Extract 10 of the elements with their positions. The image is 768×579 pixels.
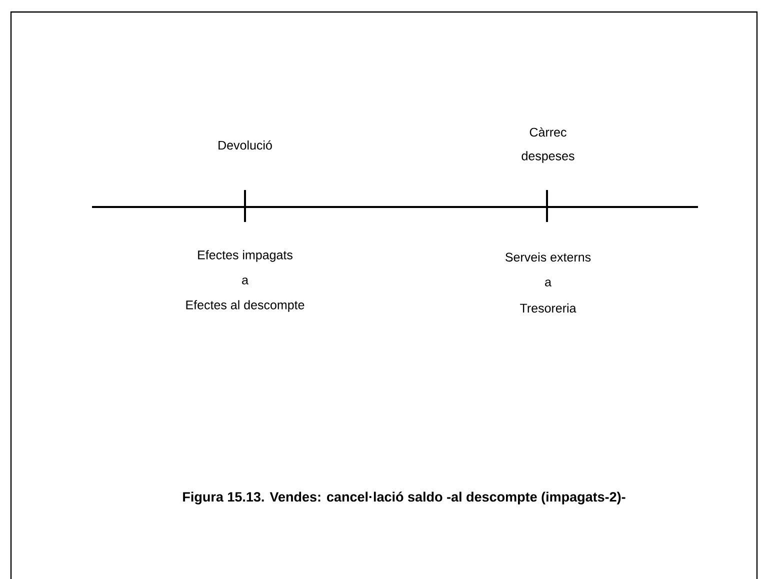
timeline-label: Efectes impagats bbox=[198, 250, 292, 262]
figure-caption: Figura 15.13. Vendes: cancel·lació saldo -al descompte (impagats-2)- bbox=[183, 492, 626, 504]
timeline-label: a bbox=[545, 280, 552, 286]
timeline-label: Devolució bbox=[218, 140, 272, 150]
timeline-label: Serveis externs bbox=[506, 252, 591, 262]
timeline-label: a bbox=[242, 278, 248, 284]
timeline-label: Càrrec bbox=[530, 127, 566, 137]
timeline-label: despeses bbox=[522, 151, 574, 163]
timeline-label: Efectes al descompte bbox=[186, 300, 304, 312]
timeline-label: Tresoreria bbox=[520, 303, 576, 313]
